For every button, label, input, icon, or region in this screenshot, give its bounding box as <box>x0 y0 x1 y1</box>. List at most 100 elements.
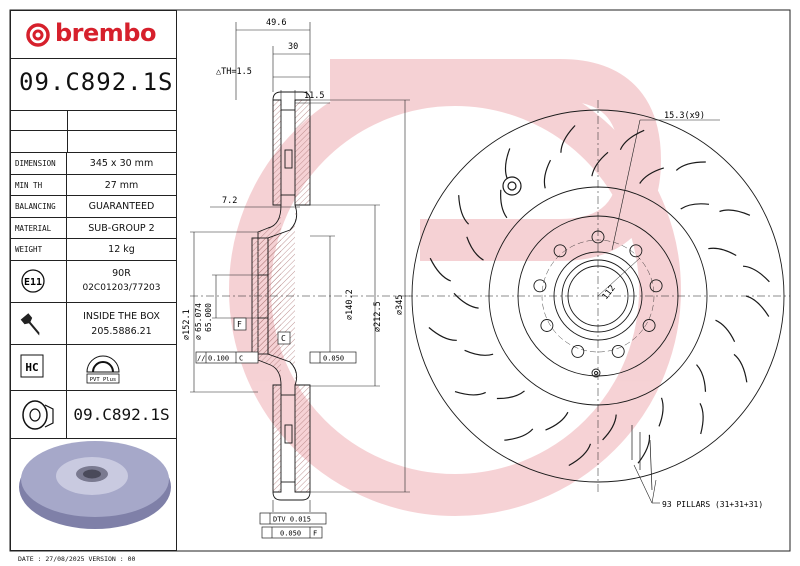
part-code: 09.C892.1S <box>19 68 174 96</box>
slot <box>500 189 508 219</box>
dim-thickness: 30 <box>288 42 298 52</box>
parallel-tolerance-frame <box>195 351 259 364</box>
flatness-tolerance-frame <box>309 351 357 364</box>
dim-d140: ⌀140.2 <box>345 289 355 320</box>
spec-row-balancing: BALANCING GUARANTEED <box>11 196 176 218</box>
datum-f-box <box>233 317 247 331</box>
bolt-hole <box>629 244 643 258</box>
tol-dtv: DTV 0.015 <box>273 516 311 524</box>
bolt-hole <box>553 244 567 258</box>
slot <box>742 265 770 283</box>
dim-d65-symbol: ⌀ <box>194 335 203 340</box>
slot <box>699 403 704 435</box>
bolt-holes <box>533 230 663 358</box>
datum-c: C <box>281 334 286 343</box>
bolt-hole <box>611 344 625 358</box>
dim-offset: 11.5 <box>304 91 324 101</box>
dim-holes: 15.3(x9) <box>664 111 705 121</box>
pvt-plus-label: PVT Plus <box>90 377 117 383</box>
inside-box-row: INSIDE THE BOX 205.5886.21 <box>11 302 176 345</box>
slot <box>568 443 592 467</box>
slot <box>504 428 534 441</box>
spec-label: WEIGHT <box>11 239 67 260</box>
slot <box>454 391 486 396</box>
slot <box>658 397 664 427</box>
part-code-row: 09.C892.1S <box>11 59 176 111</box>
section-view <box>190 91 410 501</box>
slot <box>545 411 569 431</box>
tolerance-frames <box>195 317 357 539</box>
slot <box>675 161 706 171</box>
tol-parallel-value: 0.100 <box>208 355 229 363</box>
spec-label: DIMENSION <box>11 153 67 174</box>
inside-box-code: 205.5886.21 <box>91 325 152 337</box>
screw-icon-box <box>11 302 67 344</box>
front-leaders <box>611 119 720 504</box>
bolt-hole <box>642 319 656 332</box>
disc-pad-icon-box <box>11 390 67 438</box>
slot <box>680 203 710 210</box>
dim-hub-step: 7.2 <box>222 196 237 206</box>
approval-number: 02C01203/77203 <box>82 282 161 293</box>
slot <box>591 151 609 177</box>
e11-approval-icon: E11 <box>21 268 45 293</box>
e11-mark: E11 <box>24 277 42 288</box>
disc-brand-mark <box>502 176 522 196</box>
dim-d345: ⌀345 <box>395 295 405 315</box>
spec-label: MATERIAL <box>11 217 67 238</box>
bolt-hole <box>533 279 547 293</box>
approval-row: E11 90R 02C01203/77203 <box>11 260 176 303</box>
hc-mark: HC <box>25 361 38 374</box>
slot <box>496 390 525 400</box>
slot <box>453 292 479 309</box>
inside-box-label: INSIDE THE BOX <box>83 310 160 322</box>
dim-d65-lower: 65.000 <box>204 303 213 332</box>
spec-value: GUARANTEED <box>88 201 155 212</box>
slot <box>719 209 751 216</box>
spec-value: 345 x 30 mm <box>89 158 154 169</box>
slot <box>733 353 748 383</box>
slot <box>504 148 511 180</box>
regulation-number: 90R <box>112 267 131 279</box>
spec-value: SUB-GROUP 2 <box>88 222 155 234</box>
slot <box>458 195 470 225</box>
slot <box>560 125 576 153</box>
title-block: brembo 09.C892.1S DIMENSION 345 x 30 mm … <box>10 10 177 551</box>
bolt-hole <box>540 319 554 332</box>
bolt-hole <box>571 344 585 358</box>
spec-row-weight: WEIGHT 12 kg <box>11 239 176 261</box>
brand-header: brembo <box>11 11 176 59</box>
footer-date-version: DATE : 27/08/2025 VERSION : 00 <box>18 555 136 563</box>
dim-d152: ⌀152.1 <box>182 309 192 340</box>
product-photo <box>19 441 171 529</box>
slot <box>602 414 617 441</box>
spec-label: MIN TH <box>11 174 67 195</box>
tol-runout-value: 0.050 <box>280 530 301 538</box>
spec-value: 27 mm <box>104 179 139 191</box>
bolt-hole <box>649 279 663 293</box>
part-code-repeat: 09.C892.1S <box>73 404 170 424</box>
dim-d65-upper: 65.074 <box>194 303 203 332</box>
brand-name: brembo <box>55 19 156 47</box>
datum-c-box <box>277 331 291 345</box>
spec-row-min-th: MIN TH 27 mm <box>11 174 176 196</box>
screw-icon <box>20 312 40 335</box>
slot <box>708 247 737 257</box>
slot <box>429 257 452 282</box>
spec-value: 12 kg <box>108 244 135 255</box>
dim-total-width: 49.6 <box>266 18 286 28</box>
slot <box>619 129 645 150</box>
blank-row <box>11 131 176 153</box>
brembo-logo-icon <box>26 23 50 47</box>
spec-row-dimension: DIMENSION 345 x 30 mm <box>11 153 176 175</box>
hc-icon-box: HC <box>11 344 67 390</box>
dtv-frame <box>259 512 327 525</box>
slot <box>639 167 664 184</box>
tol-runout-datum: F <box>313 530 317 538</box>
front-view <box>405 100 790 495</box>
dim-d212: ⌀212.5 <box>373 301 383 332</box>
slot <box>428 327 457 341</box>
slot <box>745 295 770 317</box>
